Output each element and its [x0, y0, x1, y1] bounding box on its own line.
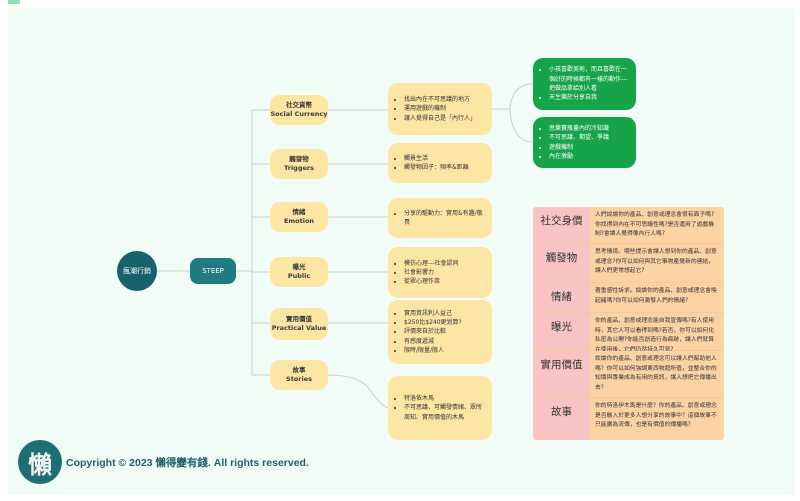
- table-row: 社交身價人們談論你的產品、創意或理念會很有面子嗎?你找得到內在不可思議性嗎?是否…: [533, 207, 724, 244]
- row-value: 人們談論你的產品、創意或理念會很有面子嗎?你找得到內在不可思議性嗎?是否運用了遊…: [590, 207, 724, 243]
- row-key: 曝光: [533, 313, 590, 350]
- sub-item: 不可思議、期望、爭議: [549, 133, 609, 142]
- row-key: 實用價值: [533, 351, 590, 397]
- detail-social-currency[interactable]: 找出內在不可思議的地方 運用遊戲的機制 讓人覺得自己是「內行人」: [388, 83, 492, 135]
- brand-logo: 懶: [18, 440, 62, 484]
- detail-item: 觸景生活: [404, 154, 469, 163]
- detail-item: 從眾心理作祟: [404, 277, 459, 286]
- detail-item: 實用資訊利人益己: [404, 309, 462, 318]
- copyright-text: Copyright © 2023 懶得變有錢. All rights reser…: [66, 457, 309, 469]
- category-zh: 情緒: [292, 207, 306, 216]
- table-row: 情緒著重感性訴求。談論你的產品、創意或理念會喚起緒嗎?你可以如何激發人們的情緒?: [533, 283, 724, 313]
- root-node[interactable]: 瘋潮行銷: [117, 251, 157, 291]
- sub-item: 內在激勵: [549, 152, 609, 161]
- category-en: Stories: [286, 375, 312, 383]
- row-key: 情緒: [533, 283, 590, 312]
- detail-item: 模仿心理---社會認同: [404, 259, 459, 268]
- row-key: 觸發物: [533, 244, 590, 282]
- category-en: Social Currency: [270, 110, 328, 118]
- detail-item: 觸發物因子：頻率&距離: [404, 163, 469, 172]
- category-zh: 曝光: [292, 262, 306, 271]
- detail-practical-value[interactable]: 實用資訊利人益己 $250比$240更划算? 評價來自於比較 有感度遞減 限時/…: [388, 300, 492, 364]
- category-zh: 故事: [292, 365, 306, 374]
- category-en: Triggers: [284, 164, 314, 172]
- detail-item: 不可思議、可觸發情緒、眾所周知、實用價值的木馬: [404, 403, 486, 422]
- row-value: 你的特洛伊木馬是什麼？你的產品、創意或理念是否融入於更多人想分享的故事中？這個故…: [590, 398, 724, 440]
- detail-item: 限時/限量/限人: [404, 346, 462, 355]
- row-value: 談論你的產品、創意或理念可以讓人們幫助他人嗎？你可以如何強調東西物超所值，並整合…: [590, 351, 724, 397]
- detail-item: 找出內在不可思議的地方: [404, 95, 476, 104]
- detail-emotion[interactable]: 分享的驅動力：實用&有趣/敬畏: [388, 198, 492, 238]
- detail-stories[interactable]: 特洛依木馬 不可思議、可觸發情緒、眾所周知、實用價值的木馬: [388, 376, 492, 440]
- steep-summary-table: 社交身價人們談論你的產品、創意或理念會很有面子嗎?你找得到內在不可思議性嗎?是否…: [533, 207, 724, 440]
- category-zh: 社交貨幣: [286, 100, 312, 109]
- sub-item: 遊戲機制: [549, 143, 609, 152]
- detail-item: 運用遊戲的機制: [404, 104, 476, 113]
- table-row: 實用價值談論你的產品、創意或理念可以讓人們幫助他人嗎？你可以如何強調東西物超所值…: [533, 351, 724, 398]
- row-value: 思考情境。哪些提示會讓人想到你的產品、創意或理念?你可以如何與其它事物產覺新的連…: [590, 244, 724, 282]
- top-accent-bar: [8, 0, 20, 4]
- social-sub-node-2[interactable]: 思樂寶瓶蓋內的冷知識 不可思議、期望、爭議 遊戲機制 內在激勵: [533, 117, 636, 168]
- category-zh: 觸發物: [289, 154, 309, 163]
- logo-glyph: 懶: [28, 450, 52, 479]
- sub-item: 天生樂於分享自我: [549, 93, 630, 102]
- detail-item: $250比$240更划算?: [404, 318, 462, 327]
- detail-item: 有感度遞減: [404, 337, 462, 346]
- row-key: 社交身價: [533, 207, 590, 243]
- row-key: 故事: [533, 398, 590, 440]
- social-sub-node-1[interactable]: 小孩喜歡美術，而且喜歡在一個好的時候都有一樣的動作---把做品拿給別人看 天生樂…: [533, 58, 636, 110]
- table-row: 故事你的特洛伊木馬是什麼？你的產品、創意或理念是否融入於更多人想分享的故事中？這…: [533, 398, 724, 440]
- row-value: 著重感性訴求。談論你的產品、創意或理念會喚起緒嗎?你可以如何激發人們的情緒?: [590, 283, 724, 312]
- category-en: Emotion: [283, 217, 315, 225]
- category-en: Practical Value: [271, 324, 327, 332]
- detail-item: 特洛依木馬: [404, 394, 486, 403]
- detail-item: 評價來自於比較: [404, 327, 462, 336]
- category-zh: 實用價值: [286, 314, 312, 323]
- steep-node[interactable]: STEEP: [190, 258, 236, 284]
- row-value: 你的產品、創意或理念能自我宣傳嗎?有人使用時，其它人可以看得到嗎?若否，你可以如…: [590, 313, 724, 353]
- table-row: 曝光你的產品、創意或理念能自我宣傳嗎?有人使用時，其它人可以看得到嗎?若否，你可…: [533, 313, 724, 353]
- sub-item: 思樂寶瓶蓋內的冷知識: [549, 124, 609, 133]
- table-row: 觸發物思考情境。哪些提示會讓人想到你的產品、創意或理念?你可以如何與其它事物產覺…: [533, 244, 724, 283]
- detail-triggers[interactable]: 觸景生活 觸發物因子：頻率&距離: [388, 143, 492, 183]
- detail-item: 分享的驅動力：實用&有趣/敬畏: [404, 209, 486, 228]
- detail-item: 讓人覺得自己是「內行人」: [404, 114, 476, 123]
- detail-item: 社會影響力: [404, 268, 459, 277]
- detail-public[interactable]: 模仿心理---社會認同 社會影響力 從眾心理作祟: [388, 247, 492, 298]
- sub-item: 小孩喜歡美術，而且喜歡在一個好的時候都有一樣的動作---把做品拿給別人看: [549, 65, 630, 93]
- category-en: Public: [287, 272, 311, 280]
